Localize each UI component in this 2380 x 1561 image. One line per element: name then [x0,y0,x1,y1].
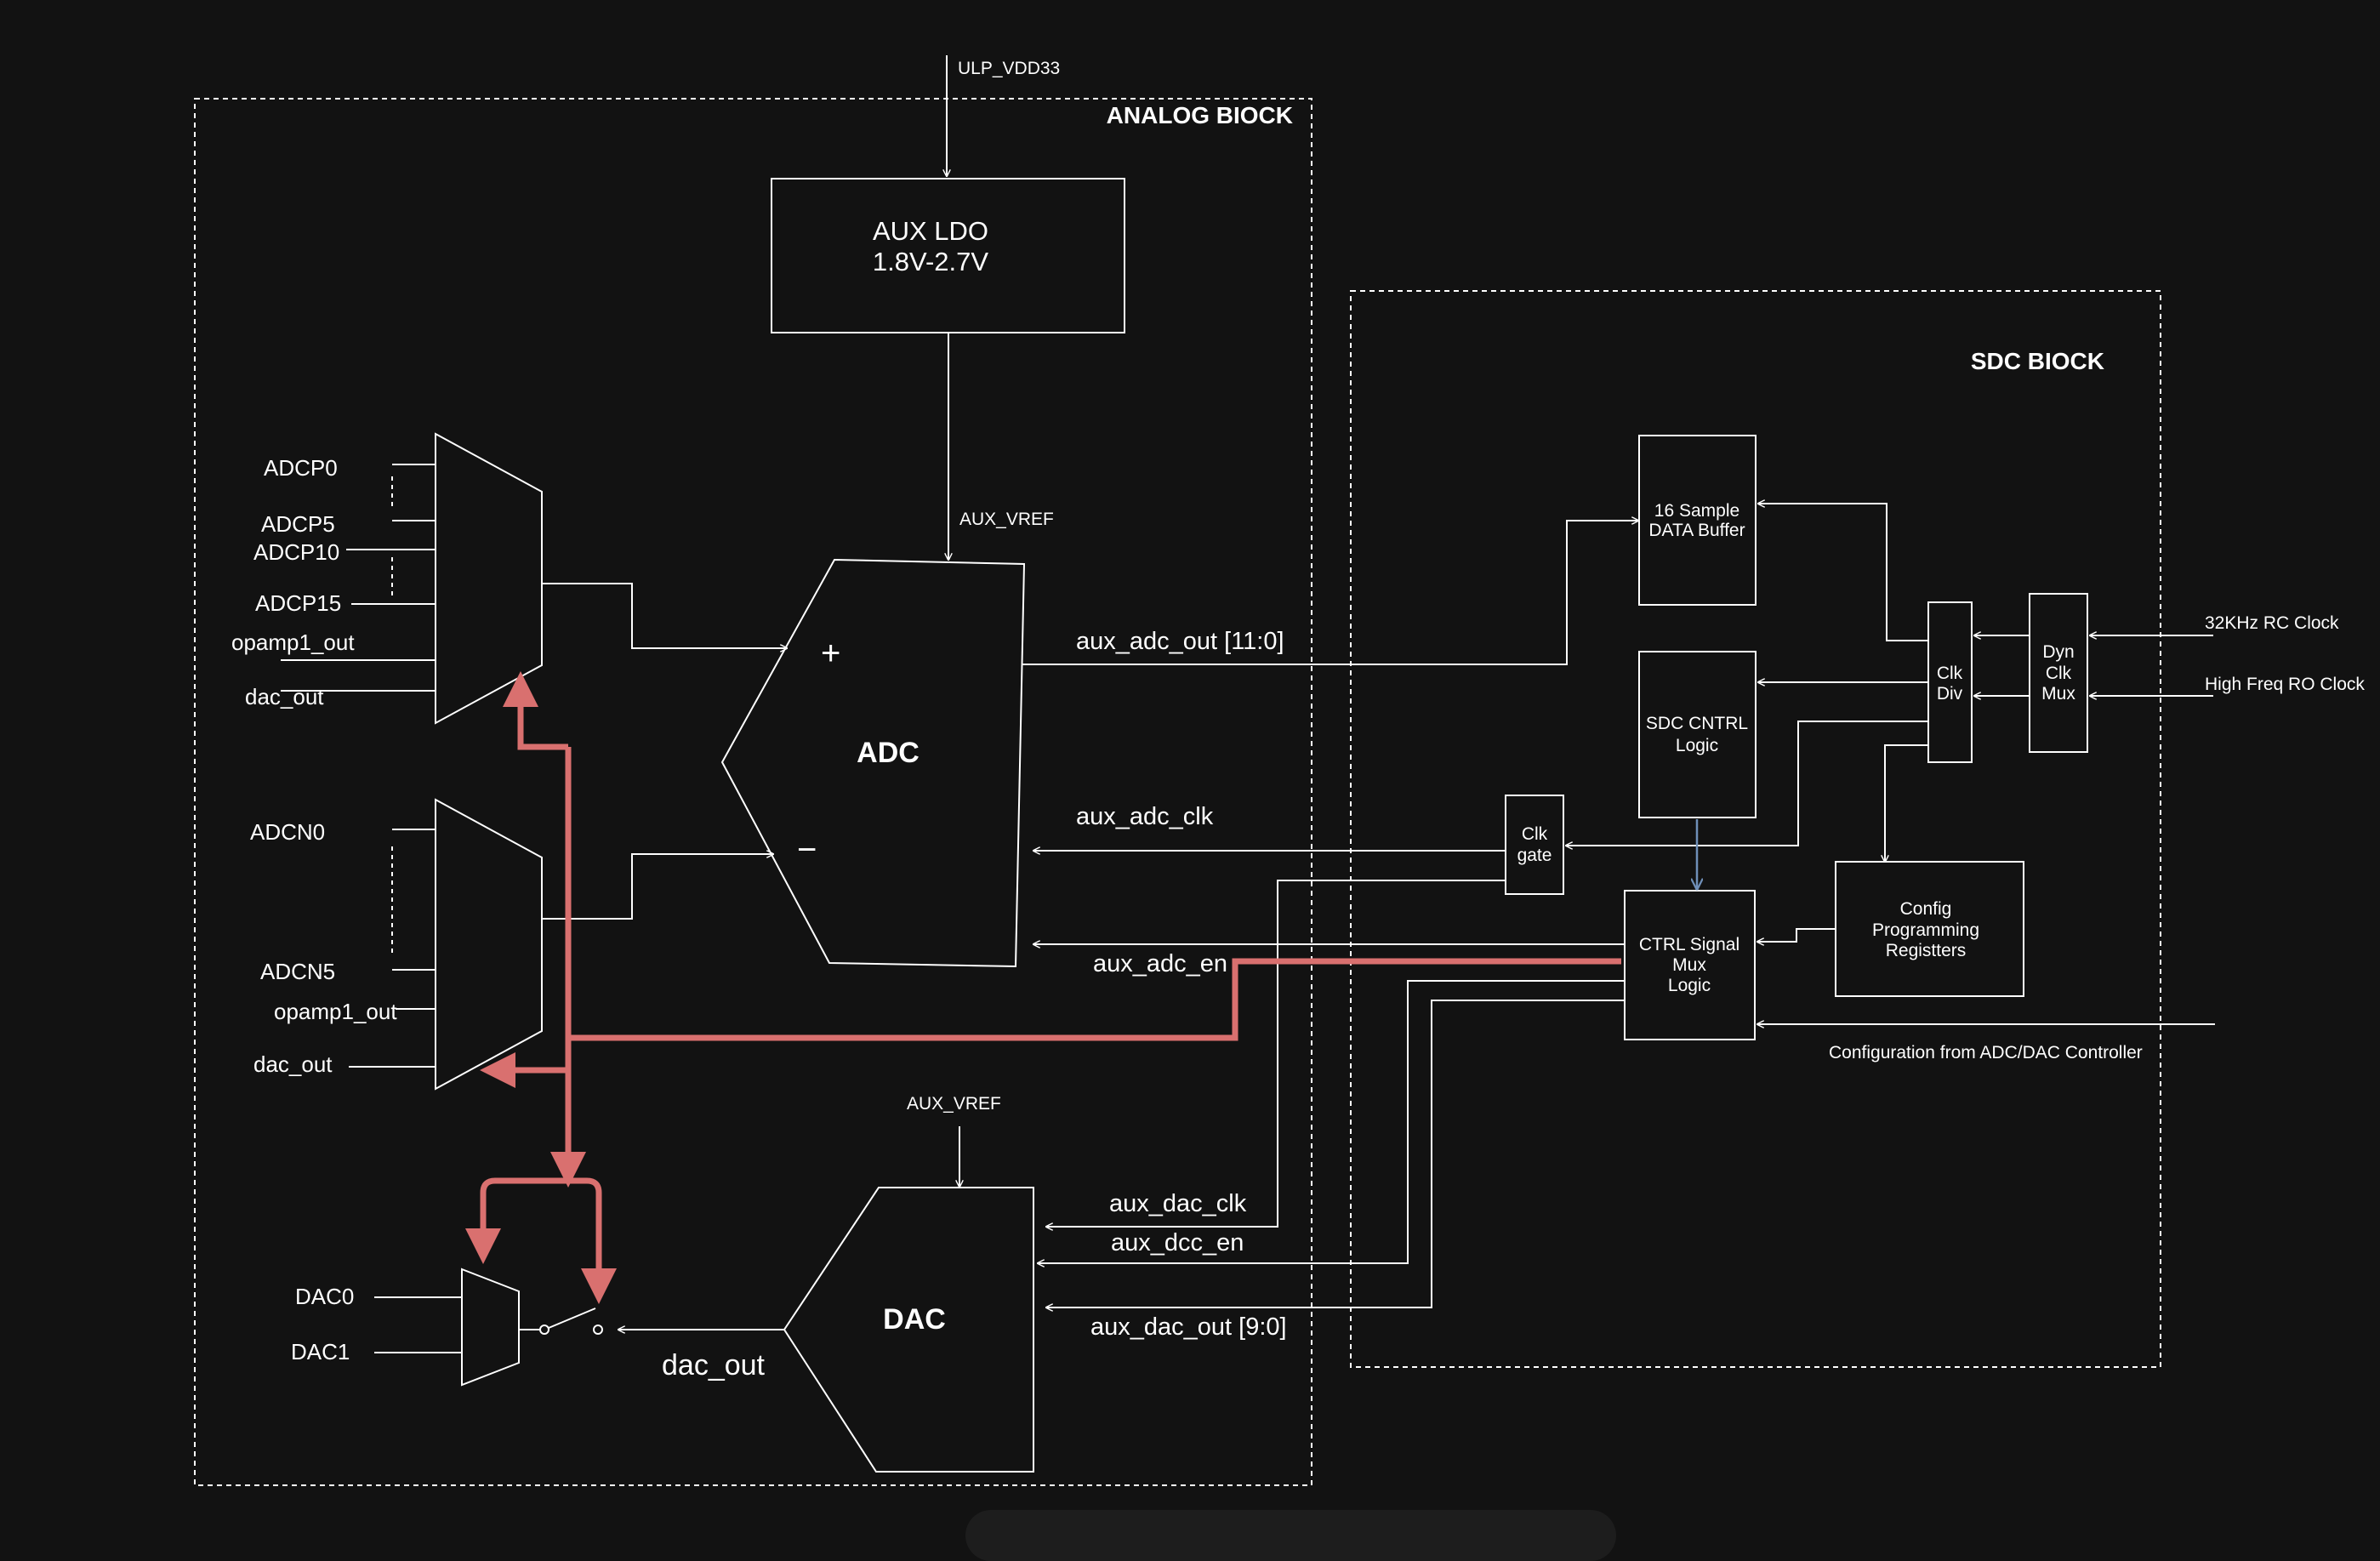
sdc-cntrl-logic-block [1638,651,1757,818]
mux-p-input-adcp10: ADCP10 [253,539,339,565]
ctrl-mux-line3: Logic [1668,976,1711,995]
config-regs-line3: Registters [1886,941,1967,960]
clk-gate-line2: gate [1517,846,1552,865]
aux-adc-clk-label: aux_adc_clk [1076,803,1214,830]
mux-p-input-opamp1-out: opamp1_out [231,630,355,655]
aux-adc-out-wire [1022,521,1638,665]
aux-ldo-voltage: 1.8V-2.7V [873,247,988,276]
adc-minus-sign: − [797,831,817,869]
mux-p-input-adcp0: ADCP0 [264,455,338,481]
dac-output-dac1: DAC1 [291,1339,350,1364]
clock-input-hf: High Freq RO Clock [2205,675,2365,694]
mux-p-input-adcp15: ADCP15 [255,590,341,616]
clk-div-line1: Clk [1937,664,1963,683]
dac-out-label: dac_out [662,1349,766,1382]
ctrl-mux-line2: Mux [1672,955,1706,975]
dyn-clk-mux-line3: Mux [2041,684,2075,704]
adc-label: ADC [857,737,920,769]
aux-dac-out-label: aux_dac_out [9:0] [1090,1313,1287,1341]
analog-block-boundary [194,98,1312,1486]
sdc-block-title: SDC BIOCK [1971,348,2104,374]
data-buffer-line2: DATA Buffer [1648,521,1745,540]
dac-block [783,1187,1034,1473]
aux-dac-clk-label: aux_dac_clk [1109,1190,1247,1217]
aux-ldo-name: AUX LDO [873,216,988,246]
adc-block [720,558,1026,968]
sdc-block-boundary [1350,290,2161,1368]
adc-n-mux [435,798,543,1091]
highlight-control-path [465,671,1621,1304]
mux-n-input-dac-out: dac_out [253,1051,333,1077]
bottom-toolbar-edge [965,1510,1616,1561]
dyn-clk-mux-line1: Dyn [2042,642,2074,662]
dac-label: DAC [883,1303,946,1336]
dyn-clk-mux-line2: Clk [2046,664,2072,683]
dac-vref-label: AUX_VREF [907,1094,1001,1114]
aux-adc-out-label: aux_adc_out [11:0] [1076,628,1284,655]
clk-gate-line1: Clk [1522,824,1548,844]
aux-dcc-en-wire [1038,980,1625,1263]
analog-block-title: ANALOG BIOCK [1107,102,1293,128]
adc-p-mux [435,432,543,725]
clk-gate-block [1505,795,1564,895]
sdc-cntrl-line2: Logic [1676,736,1718,755]
aux-dac-clk-wire [1046,880,1506,1227]
config-regs-line2: Programming [1872,920,1979,940]
ctrl-signal-mux-block [1624,890,1756,1040]
mux-p-input-dac-out: dac_out [245,684,324,709]
config-regs-line1: Config [1900,899,1952,919]
mux-p-to-adc-wire [542,583,787,648]
adc-vref-label: AUX_VREF [959,510,1054,529]
aux-dac-out-wire [1046,1000,1625,1307]
aux-adc-en-label: aux_adc_en [1093,950,1227,977]
mux-p-input-adcp5: ADCP5 [261,511,335,537]
config-input-label: Configuration from ADC/DAC Controller [1829,1043,2143,1063]
clock-input-32khz: 32KHz RC Clock [2205,613,2339,633]
mux-n-input-adcn0: ADCN0 [250,819,325,845]
dyn-clk-mux-block [2029,593,2088,753]
output-switch [519,1307,603,1335]
mux-n-input-adcn5: ADCN5 [260,959,335,984]
mux-n-input-wires [349,829,436,1068]
supply-label: ULP_VDD33 [958,59,1060,78]
mux-n-to-adc-wire [542,854,773,920]
data-buffer-line1: 16 Sample [1654,501,1739,521]
sdc-internal-wires [1566,504,2215,1024]
sdc-cntrl-line1: SDC CNTRL [1646,714,1748,733]
aux-dcc-en-label: aux_dcc_en [1111,1229,1244,1256]
mux-p-input-wires [281,464,436,692]
ctrl-mux-line1: CTRL Signal [1639,935,1739,954]
dac-output-dac0: DAC0 [295,1284,354,1309]
mux-n-input-opamp1-out: opamp1_out [274,999,397,1024]
adc-plus-sign: + [821,635,840,672]
dac-output-mux [461,1268,520,1387]
clk-div-line2: Div [1937,684,1963,704]
data-buffer-block [1638,435,1757,606]
